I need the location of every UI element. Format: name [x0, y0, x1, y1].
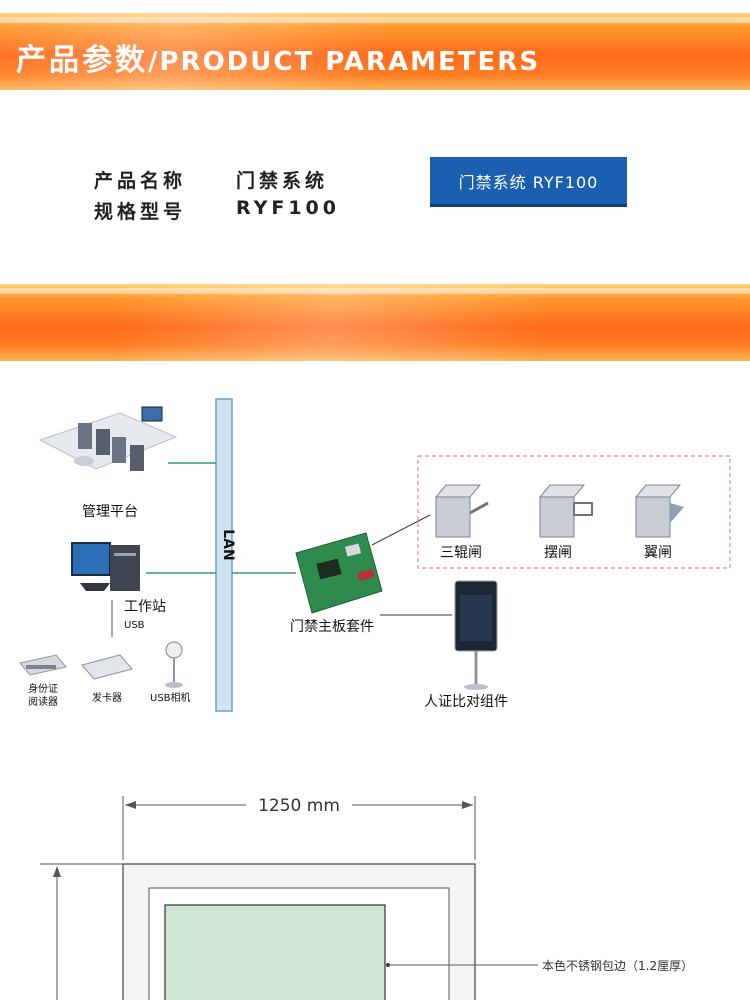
lan-bus: [215, 398, 233, 712]
workstation-icon: [71, 542, 140, 591]
swing-gate-icon: [538, 484, 593, 538]
banner-sheen: [120, 284, 540, 361]
card-issuer-icon: [81, 654, 133, 680]
controller-board-icon: [295, 532, 383, 614]
panel-glass: [164, 904, 386, 1000]
product-tag-text: 门禁系统 RYF100: [458, 172, 599, 192]
gates-group-frame: [417, 455, 731, 569]
platform-label: 管理平台: [82, 504, 138, 520]
id-reader-label-2: 阅读器: [28, 695, 58, 708]
section-banner-decorative: [0, 284, 750, 361]
usb-camera-icon: [165, 641, 183, 688]
param-model-label: 规格型号: [94, 201, 187, 223]
param-name-label: 产品名称: [94, 170, 187, 192]
section-title-cn: 产品参数: [16, 43, 148, 78]
workstation-label: 工作站: [124, 599, 166, 615]
usb-camera-label: USB相机: [150, 691, 191, 704]
card-issuer-label: 发卡器: [92, 691, 122, 704]
dim-arrow-right: [462, 801, 473, 809]
dimension-drawing: 1250 mm 本色不锈钢包边（1.2厘厚）: [40, 796, 693, 1000]
banner-highlight: [0, 17, 750, 23]
dim-height-arrow: [53, 866, 61, 877]
section-title-en: /PRODUCT PARAMETERS: [148, 47, 541, 77]
flap-gate-icon: [634, 484, 684, 538]
id-reader-label-1: 身份证: [28, 682, 58, 695]
turnstile-icon: [434, 484, 489, 538]
id-reader-icon: [19, 654, 67, 676]
banner-highlight: [0, 288, 750, 294]
face-terminal-icon: [454, 580, 498, 690]
param-name-value: 门禁系统: [236, 170, 329, 192]
usb-label: USB: [124, 620, 145, 631]
face-terminal-label: 人证比对组件: [424, 694, 508, 710]
swing-gate-label: 摆闸: [544, 545, 572, 561]
flap-gate-label: 翼闸: [644, 545, 672, 561]
edge-note-label: 本色不锈钢包边（1.2厘厚）: [542, 959, 693, 973]
param-model-value: RYF100: [236, 197, 340, 219]
banner-sheen: [0, 13, 380, 90]
dim-arrow-left: [125, 801, 136, 809]
system-diagram: LAN 管理平台 工作站 USB 身份证 阅读器 发卡器 USB相机: [19, 398, 731, 712]
section-banner-parameters: 产品参数/PRODUCT PARAMETERS: [0, 13, 750, 90]
product-tag: 门禁系统 RYF100: [430, 157, 627, 207]
section-title: 产品参数/PRODUCT PARAMETERS: [16, 35, 540, 79]
board-label: 门禁主板套件: [290, 619, 374, 635]
lan-label: LAN: [220, 529, 236, 560]
server-room-icon: [38, 406, 178, 471]
turnstile-label: 三辊闸: [440, 545, 482, 561]
dim-width-label: 1250 mm: [258, 796, 340, 816]
link-gates: [371, 514, 431, 546]
